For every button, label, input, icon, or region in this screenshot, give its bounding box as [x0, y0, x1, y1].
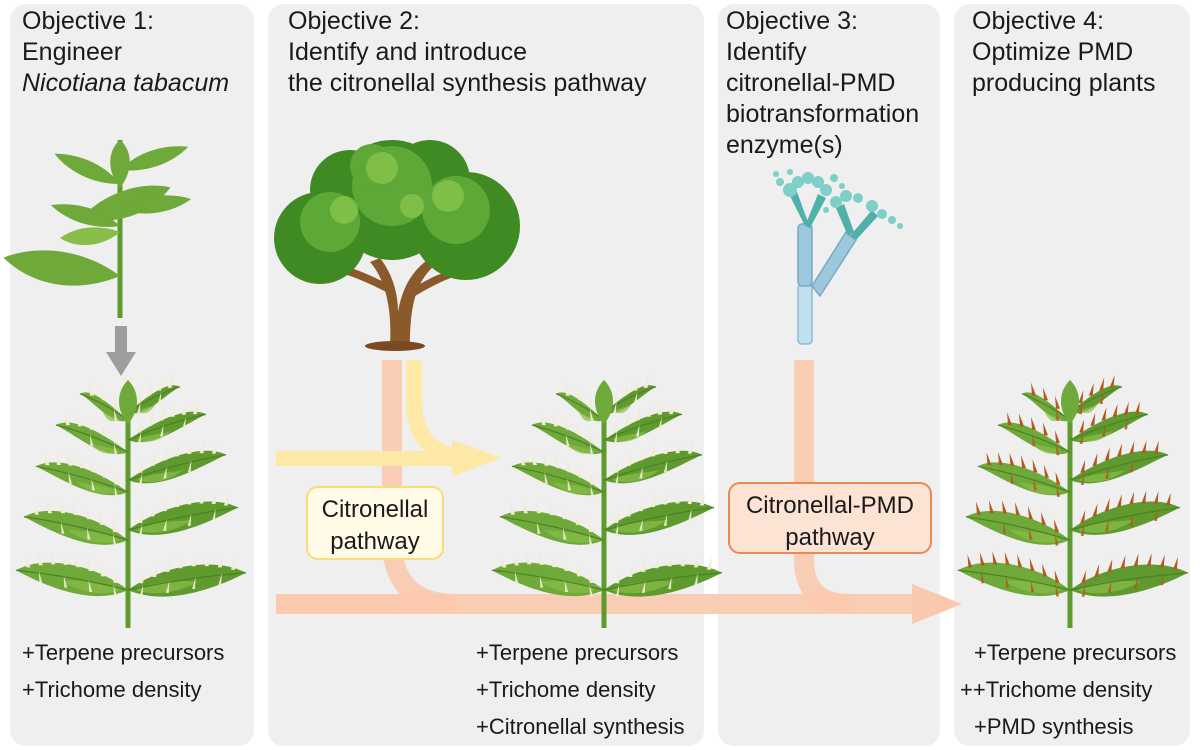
- plant-4-traits: +Terpene precursors ++Trichome density +…: [960, 634, 1176, 745]
- trait-item: +Trichome density: [22, 677, 202, 702]
- trait-item: ++Trichome density: [960, 677, 1153, 702]
- down-arrow-icon: [106, 326, 136, 376]
- trait-item: +Citronellal synthesis: [476, 714, 685, 739]
- objective-4-title: Objective 4: Optimize PMD producing plan…: [972, 7, 1156, 97]
- objective-1-panel: [10, 4, 254, 746]
- trait-item: +Terpene precursors: [22, 640, 225, 665]
- tree-icon: [274, 140, 520, 351]
- objective-2-title: Objective 2: Identify and introduce the …: [288, 7, 647, 97]
- objective-3-title: Objective 3: Identify citronellal-PMD bi…: [726, 7, 920, 159]
- objective-2-panel: [268, 4, 704, 746]
- objective-3-panel: [718, 4, 940, 746]
- objective-1-title: Objective 1: Engineer Nicotiana tabacum: [22, 7, 230, 97]
- trait-item: +Trichome density: [476, 677, 656, 702]
- trait-item: +PMD synthesis: [974, 714, 1134, 739]
- plant-1-traits: +Terpene precursors +Trichome density: [22, 634, 224, 708]
- tobacco-plant-icon: [15, 374, 247, 628]
- citronellal-pmd-pathway-box: Citronellal-PMD pathway: [728, 482, 932, 554]
- citronellal-pathway-box: Citronellal pathway: [306, 486, 444, 560]
- tobacco-seedling-icon: [0, 137, 193, 318]
- trait-item: +Terpene precursors: [476, 640, 679, 665]
- fungus-icon: [773, 169, 903, 345]
- plant-2-traits: +Terpene precursors +Trichome density +C…: [476, 634, 684, 745]
- tobacco-plant-icon: [491, 374, 723, 628]
- citronellal-flow-arrow: [276, 360, 502, 476]
- tobacco-plant-icon: [957, 374, 1189, 628]
- trait-item: +Terpene precursors: [974, 640, 1177, 665]
